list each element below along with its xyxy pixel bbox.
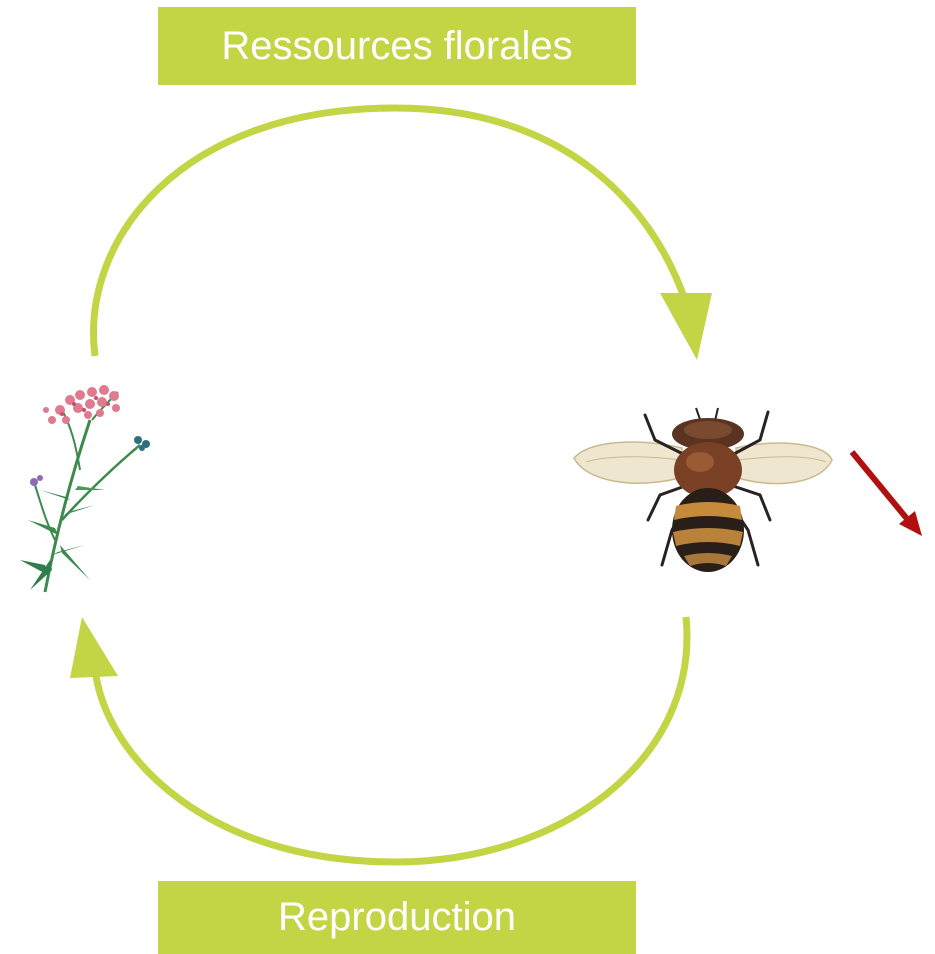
top-cycle-arrow xyxy=(94,108,712,360)
hoverfly-icon xyxy=(574,408,832,572)
bottom-cycle-arrow xyxy=(70,617,687,862)
reproduction-label-text: Reproduction xyxy=(278,895,516,940)
flowering-plant-icon xyxy=(20,385,150,592)
decline-arrow xyxy=(852,452,922,536)
reproduction-label: Reproduction xyxy=(158,881,636,954)
